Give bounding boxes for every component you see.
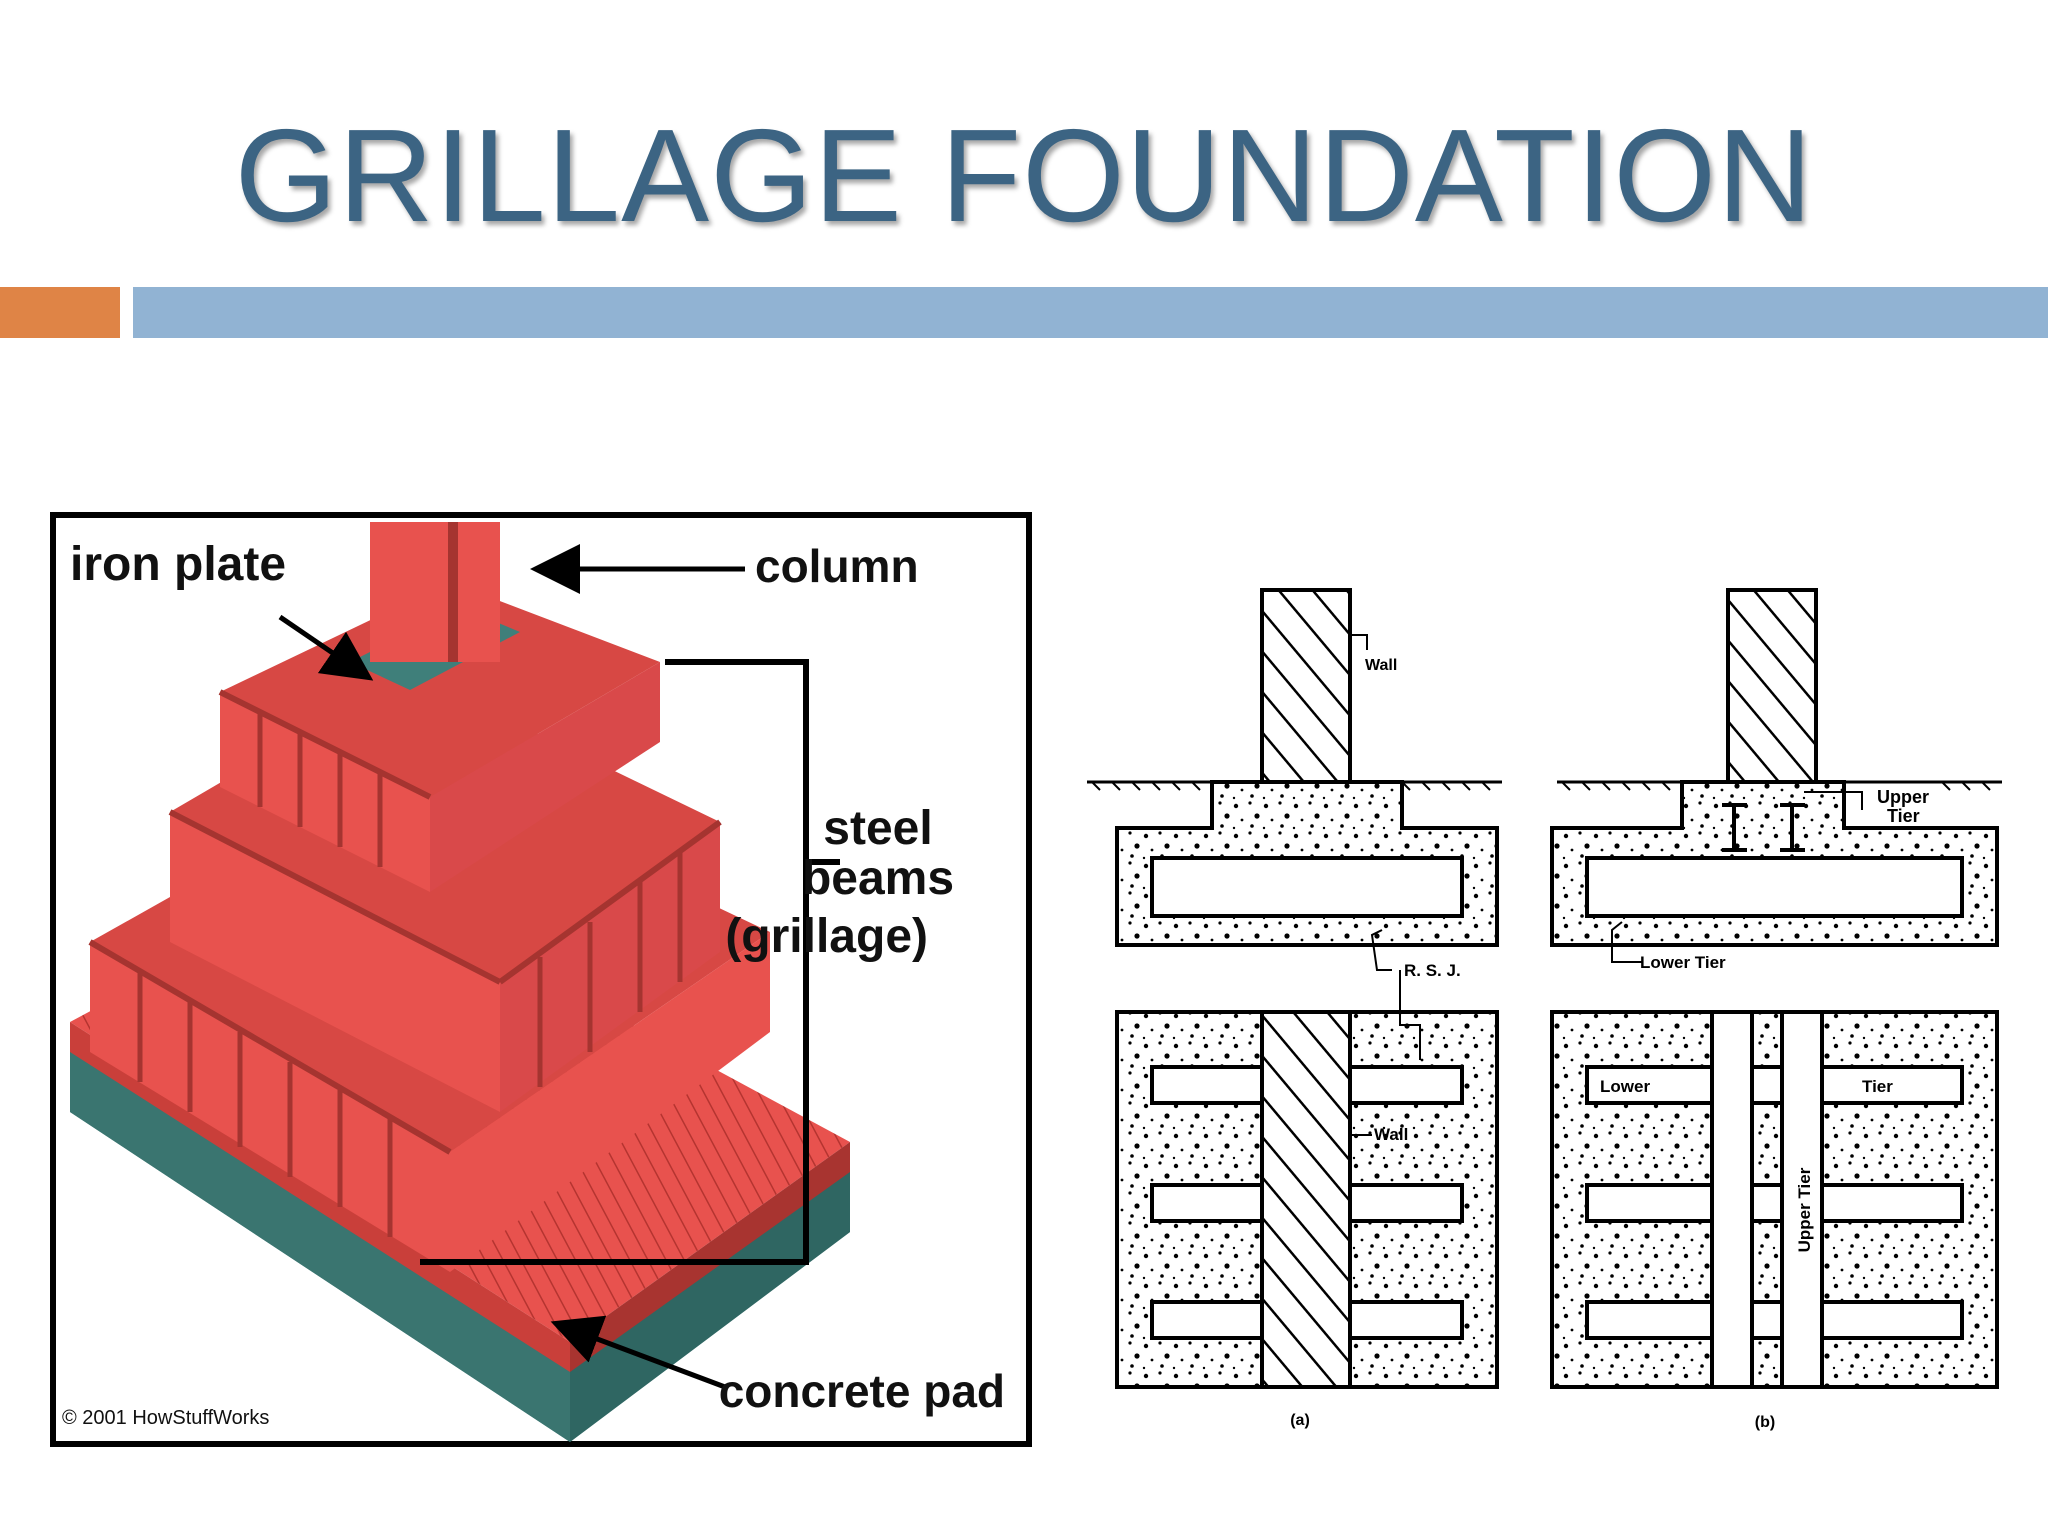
caption-b: (b) bbox=[1755, 1414, 1775, 1431]
section-a: Wall R. S. J. bbox=[1087, 588, 1502, 980]
accent-bar bbox=[0, 287, 120, 338]
concrete-pad-arrow bbox=[550, 1315, 726, 1390]
label-wall-plan: Wall bbox=[1374, 1125, 1408, 1144]
label-beams: beams bbox=[802, 852, 954, 905]
label-upper-tier-vertical: Upper Tier bbox=[1795, 1167, 1814, 1252]
wall-section-b bbox=[1726, 588, 1818, 784]
plan-b: Lower Tier Upper Tier (b) bbox=[1550, 1010, 1999, 1431]
caption-a: (a) bbox=[1290, 1412, 1310, 1429]
grillage-top-tier bbox=[218, 582, 660, 892]
label-lower: Lower bbox=[1600, 1077, 1650, 1096]
label-concrete-pad: concrete pad bbox=[719, 1365, 1005, 1417]
label-iron-plate: iron plate bbox=[70, 538, 286, 591]
iron-plate-arrow bbox=[278, 614, 374, 681]
label-copyright: © 2001 HowStuffWorks bbox=[62, 1407, 269, 1429]
label-steel: steel bbox=[823, 802, 932, 855]
concrete-pad bbox=[70, 1032, 850, 1442]
header-rule-bar bbox=[133, 287, 2048, 338]
grillage-3d-illustration: iron plate column steel beams (grillage)… bbox=[50, 512, 1032, 1447]
steel-column bbox=[370, 522, 500, 662]
label-tier: Tier bbox=[1887, 806, 1920, 826]
slide-title: GRILLAGE FOUNDATION bbox=[234, 102, 1814, 249]
label-column: column bbox=[755, 540, 919, 592]
label-rsj: R. S. J. bbox=[1404, 961, 1461, 980]
wall-section-a bbox=[1260, 588, 1352, 784]
wall-plan-a bbox=[1260, 1010, 1352, 1389]
section-b: Upper Tier Lower Tier bbox=[1550, 588, 2002, 972]
steel-beams-bracket bbox=[420, 659, 809, 1265]
label-lower-tier: Lower Tier bbox=[1640, 953, 1726, 972]
rsj-beam-section-a bbox=[1150, 856, 1464, 918]
upper-tier-beams-section-b bbox=[1722, 803, 1805, 852]
label-grillage: (grillage) bbox=[725, 910, 928, 963]
grillage-section-plan-drawing: Wall R. S. J. Upper Tier Lower Tier Wall… bbox=[1082, 560, 2018, 1440]
label-wall-a: Wall bbox=[1365, 657, 1397, 674]
label-tier-plan: Tier bbox=[1862, 1077, 1893, 1096]
label-upper: Upper bbox=[1877, 787, 1929, 807]
plan-a: Wall (a) bbox=[1115, 970, 1499, 1429]
lower-tier-beam-section-b bbox=[1585, 856, 1964, 918]
